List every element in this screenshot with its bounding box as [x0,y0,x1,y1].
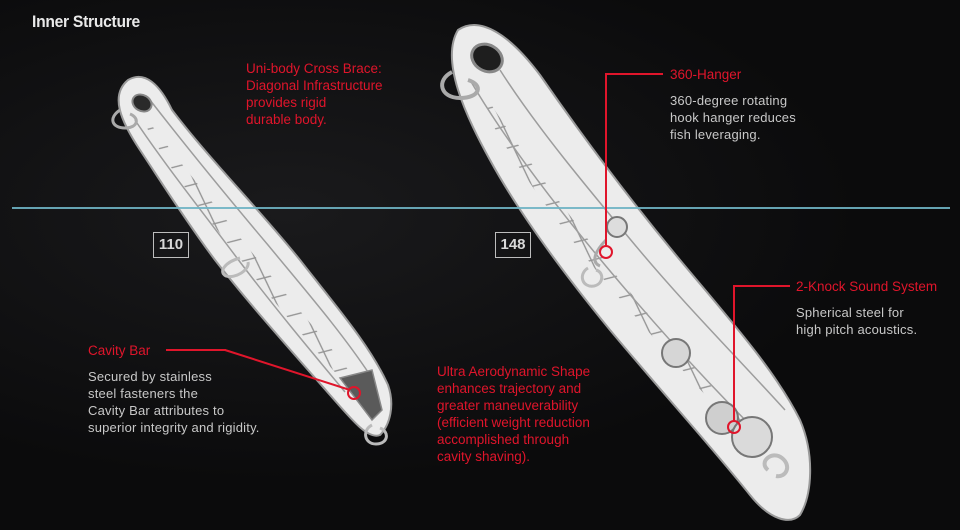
sound-title: 2-Knock Sound System [796,279,938,294]
sound-line-2: high pitch acoustics. [796,322,918,337]
sound-leader-h [733,285,790,287]
hanger-description: 360-degree rotating hook hanger reduces … [670,92,796,143]
hanger-line-3: fish leveraging. [670,127,761,142]
cavity-line-1: Secured by stainless [88,369,212,384]
lure-110 [111,75,393,446]
sound-line-1: Spherical steel for [796,305,904,320]
cross-brace-title: Uni-body Cross Brace: [246,61,382,76]
hanger-leader-v [605,73,607,246]
sound-leader-v [733,285,735,421]
divider-line [12,207,950,209]
aero-line-4: (efficient weight reduction [437,415,590,430]
sound-description: Spherical steel for high pitch acoustics… [796,304,917,338]
hanger-line-1: 360-degree rotating [670,93,788,108]
hanger-title: 360-Hanger [670,67,742,82]
cavity-title: Cavity Bar [88,343,151,358]
cross-brace-callout: Uni-body Cross Brace: Diagonal Infrastru… [246,60,383,128]
page-title: Inner Structure [32,12,140,31]
cross-brace-line-2: provides rigid [246,95,327,110]
size-badge-148: 148 [495,232,531,258]
lure-148 [440,24,812,521]
cavity-line-4: superior integrity and rigidity. [88,420,260,435]
hanger-line-2: hook hanger reduces [670,110,796,125]
aero-line-1: Ultra Aerodynamic Shape [437,364,591,379]
cross-brace-line-1: Diagonal Infrastructure [246,78,383,93]
size-badge-110: 110 [153,232,189,258]
hanger-leader-h [605,73,663,75]
aero-line-5: accomplished through [437,432,570,447]
cavity-line-2: steel fasteners the [88,386,199,401]
cavity-leader-h [166,349,226,351]
aero-line-2: enhances trajectory and [437,381,582,396]
cavity-description: Secured by stainless steel fasteners the… [88,368,260,436]
aero-line-6: cavity shaving). [437,449,531,464]
cavity-line-3: Cavity Bar attributes to [88,403,225,418]
cross-brace-line-3: durable body. [246,112,327,127]
aero-callout: Ultra Aerodynamic Shape enhances traject… [437,363,590,465]
aero-line-3: greater maneuverability [437,398,579,413]
